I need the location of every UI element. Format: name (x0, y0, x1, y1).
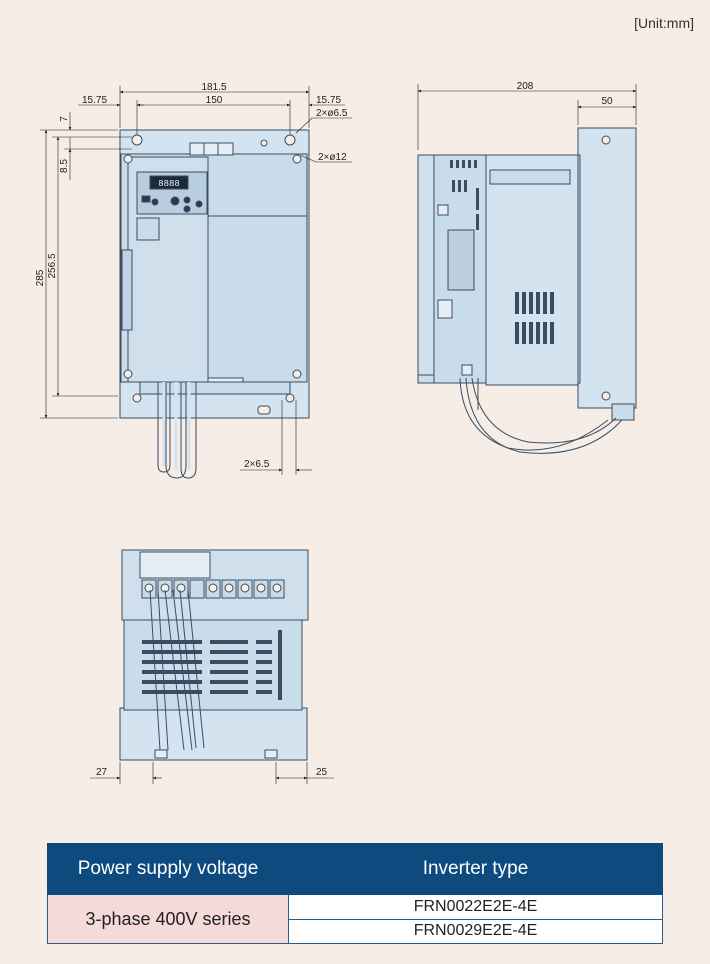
dim-top-8-5: 8.5 (59, 159, 70, 173)
dim-depth: 208 (517, 81, 534, 92)
table-header-row: Power supply voltage Inverter type (47, 843, 663, 895)
header-power-supply: Power supply voltage (47, 843, 289, 895)
dim-hole-pitch: 150 (206, 95, 223, 106)
side-dimensions (417, 84, 637, 150)
front-view: 8888 (119, 129, 310, 479)
dim-top-hole: 2×ø6.5 (316, 108, 348, 119)
dim-hole-height: 256.5 (47, 253, 58, 278)
bottom-view (119, 549, 309, 761)
drawings: 8888 (35, 81, 637, 784)
dim-height: 285 (35, 269, 46, 286)
led-display (149, 175, 189, 190)
table-row: 3-phase 400V series FRN0022E2E-4E (47, 894, 663, 944)
dim-bottom-hole: 2×6.5 (244, 459, 270, 470)
bottom-dimensions (90, 762, 334, 784)
voltage-cell: 3-phase 400V series (47, 894, 289, 944)
front-dimensions (40, 86, 352, 475)
dim-overall-width: 181.5 (201, 82, 226, 93)
dim-flange: 50 (601, 96, 613, 107)
svg-text:8888: 8888 (158, 179, 180, 189)
dim-top-mount: 2×ø12 (318, 152, 347, 163)
bottom-heatsink (123, 619, 303, 711)
header-inverter-type: Inverter type (288, 843, 663, 895)
inverter-type-2: FRN0029E2E-4E (288, 918, 663, 944)
side-view (417, 127, 637, 454)
dim-top-7: 7 (59, 116, 70, 122)
dim-left-offset: 15.75 (82, 95, 107, 106)
dim-right-offset: 15.75 (316, 95, 341, 106)
dim-bottom-left: 27 (96, 767, 108, 778)
model-table: Power supply voltage Inverter type 3-pha… (47, 843, 663, 944)
front-dim-labels: 181.5 150 15.75 15.75 2×ø6.5 2×ø12 2×6.5… (35, 82, 348, 470)
inverter-type-1: FRN0022E2E-4E (288, 894, 663, 920)
unit-label: [Unit:mm] (634, 15, 694, 31)
dim-bottom-right: 25 (316, 767, 328, 778)
side-flange (577, 127, 637, 409)
bottom-mounting-plate (119, 707, 308, 761)
table-row: FRN0029E2E-4E (48, 918, 663, 944)
